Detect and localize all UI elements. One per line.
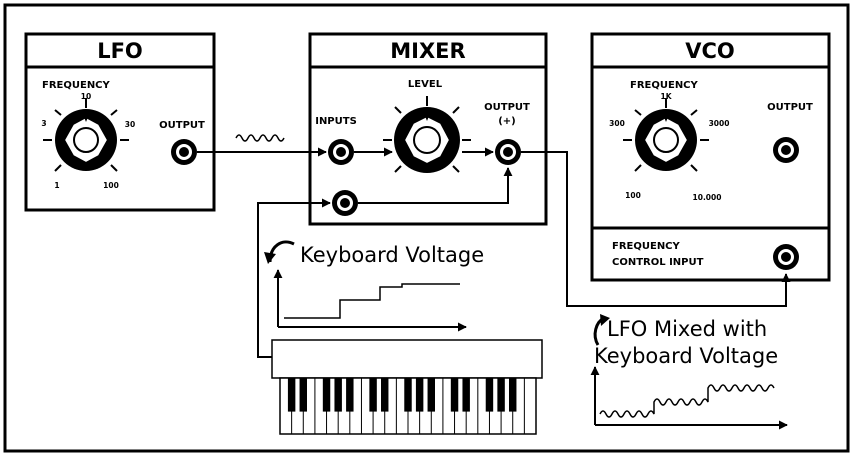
black-key[interactable] — [287, 378, 296, 412]
mixer-level-label: LEVEL — [408, 79, 443, 90]
cable-input2-to-output — [358, 167, 513, 204]
vco-frequency-control-jack[interactable] — [773, 244, 799, 270]
vco-tick-1k: 1K — [660, 92, 672, 101]
black-key[interactable] — [462, 378, 470, 412]
lfo-panel — [24, 32, 216, 212]
black-key[interactable] — [346, 378, 354, 412]
keyboard-voltage-hook — [268, 240, 295, 263]
vco-output-label: OUTPUT — [767, 102, 813, 113]
mixer-module: MIXER LEVEL INPUTS OUTPUT (+) — [308, 32, 548, 226]
black-key[interactable] — [509, 378, 517, 412]
lfo-tick-3: 3 — [41, 119, 46, 128]
black-key[interactable] — [485, 378, 494, 412]
keyboard-voltage-annotation: Keyboard Voltage — [264, 240, 484, 332]
lfo-tick-10: 10 — [81, 92, 91, 101]
mixed-signal-trace — [599, 384, 775, 418]
mixer-input-jack-2[interactable] — [332, 190, 358, 216]
vco-title: VCO — [685, 39, 735, 63]
keyboard-voltage-label: Keyboard Voltage — [300, 243, 484, 267]
black-key[interactable] — [369, 378, 377, 412]
outer-frame — [3, 3, 850, 453]
lfo-frequency-knob[interactable] — [43, 98, 129, 172]
lfo-waveform-squiggle — [235, 134, 285, 142]
mixer-output-sign: (+) — [498, 116, 516, 127]
mixer-level-knob[interactable] — [383, 96, 471, 173]
lfo-module: LFO FREQUENCY 10 3 30 1 100 OUTPUT — [24, 32, 216, 212]
black-key[interactable] — [450, 378, 459, 412]
black-key[interactable] — [404, 378, 412, 412]
lfo-title: LFO — [97, 39, 143, 63]
vco-output-jack[interactable] — [773, 137, 799, 163]
mixer-input-jack-1[interactable] — [328, 139, 354, 165]
vco-tick-100: 100 — [625, 191, 641, 200]
vco-tick-300: 300 — [609, 119, 625, 128]
vco-fci-label-line2: CONTROL INPUT — [612, 257, 704, 268]
mixer-title: MIXER — [390, 39, 465, 63]
black-key[interactable] — [381, 378, 389, 412]
keyboard[interactable] — [271, 339, 543, 435]
lfo-mixed-label-line1: LFO Mixed with — [607, 317, 767, 341]
mixer-output-jack[interactable] — [495, 139, 521, 165]
lfo-output-label: OUTPUT — [159, 120, 205, 131]
vco-tick-10000: 10.000 — [693, 193, 722, 202]
vco-frequency-label: FREQUENCY — [630, 80, 699, 91]
lfo-output-jack[interactable] — [171, 139, 197, 165]
lfo-mixed-label-line2: Keyboard Voltage — [594, 344, 778, 368]
keyboard-case — [271, 339, 543, 379]
black-key[interactable] — [415, 378, 424, 412]
vco-module: VCO FREQUENCY 1K 300 3000 100 10.000 OUT… — [590, 32, 831, 282]
lfo-tick-100: 100 — [103, 181, 119, 190]
black-key[interactable] — [427, 378, 435, 412]
cable-mixer-to-vco — [521, 151, 791, 307]
lfo-tick-30: 30 — [125, 120, 135, 129]
kv-step-trace — [284, 283, 460, 319]
black-key[interactable] — [497, 378, 505, 412]
black-key[interactable] — [322, 378, 331, 412]
black-key[interactable] — [299, 378, 307, 412]
vco-frequency-knob[interactable] — [623, 98, 709, 172]
lfo-frequency-label: FREQUENCY — [42, 80, 111, 91]
mixer-output-label: OUTPUT — [484, 102, 530, 113]
vco-fci-label-line1: FREQUENCY — [612, 241, 681, 252]
lfo-mixed-annotation: LFO Mixed with Keyboard Voltage — [590, 314, 788, 430]
cable-keyboard-to-mixer — [257, 198, 331, 358]
vco-tick-3000: 3000 — [709, 119, 730, 128]
patch-cables — [197, 134, 791, 358]
mixer-inputs-label: INPUTS — [315, 116, 357, 127]
lfo-tick-1: 1 — [54, 181, 59, 190]
black-key[interactable] — [334, 378, 342, 412]
